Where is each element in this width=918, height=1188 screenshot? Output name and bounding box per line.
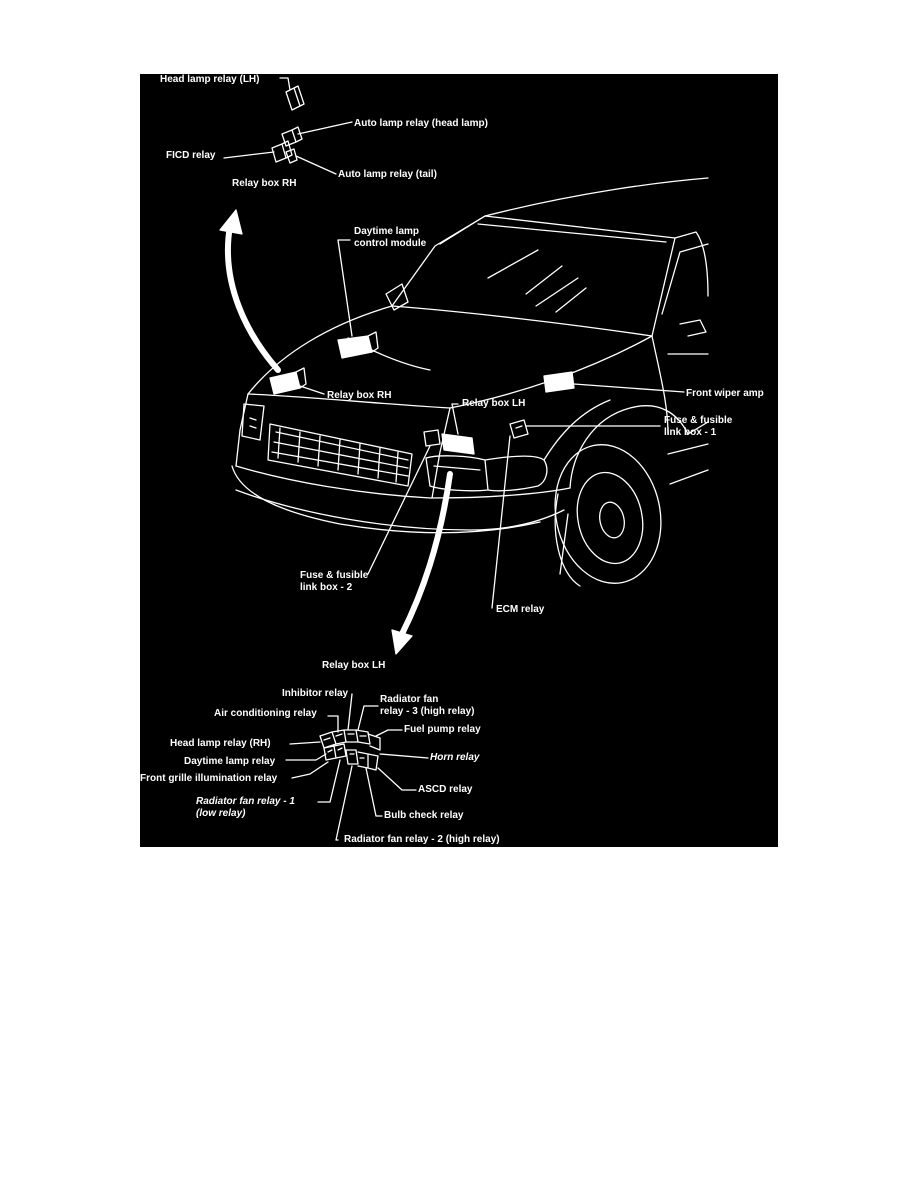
relay-box-rh-detail-leaders (223, 77, 353, 175)
label-relay-box-lh-detail-title: Relay box LH (322, 660, 386, 671)
vehicle-body (231, 177, 709, 587)
vehicle-line-drawing (219, 77, 709, 841)
label-horn-relay: Horn relay (430, 752, 480, 763)
relay-location-diagram: Head lamp relay (LH) Auto lamp relay (he… (140, 74, 778, 847)
label-radiator-fan-relay-1: Radiator fan relay - 1 (low relay) (196, 796, 295, 819)
label-fuse-fusible-link-box-2: Fuse & fusible link box - 2 (300, 570, 369, 593)
label-inhibitor-relay: Inhibitor relay (282, 688, 349, 699)
label-relay-box-rh-detail-title: Relay box RH (232, 178, 297, 189)
relay-box-lh-detail-leaders (285, 693, 429, 841)
label-air-conditioning-relay: Air conditioning relay (214, 708, 317, 719)
label-bulb-check-relay: Bulb check relay (384, 810, 464, 821)
label-daytime-lamp-relay: Daytime lamp relay (184, 756, 276, 767)
label-front-wiper-amp: Front wiper amp (686, 388, 764, 399)
label-ascd-relay: ASCD relay (418, 784, 473, 795)
label-head-lamp-relay-rh: Head lamp relay (RH) (170, 738, 271, 749)
vehicle-component-boxes (269, 331, 575, 455)
label-fuse-fusible-link-box-1: Fuse & fusible link box - 1 (664, 415, 733, 438)
label-relay-box-rh: Relay box RH (327, 390, 392, 401)
label-auto-lamp-relay-head: Auto lamp relay (head lamp) (354, 118, 488, 129)
vehicle-leader-lines (299, 239, 685, 609)
label-head-lamp-relay-lh: Head lamp relay (LH) (160, 74, 260, 85)
label-daytime-lamp-control-module: Daytime lamp control module (354, 226, 427, 249)
relay-box-lh-detail-relays (319, 729, 381, 771)
arrow-to-relay-box-rh (219, 209, 281, 373)
label-radiator-fan-relay-2: Radiator fan relay - 2 (high relay) (344, 834, 500, 845)
relay-box-rh-detail-relays (271, 85, 305, 164)
label-ecm-relay: ECM relay (496, 604, 545, 615)
label-radiator-fan-relay-3: Radiator fan relay - 3 (high relay) (380, 694, 475, 717)
label-ficd-relay: FICD relay (166, 150, 216, 161)
label-fuel-pump-relay: Fuel pump relay (404, 724, 481, 735)
label-relay-box-lh: Relay box LH (462, 398, 526, 409)
arrow-to-relay-box-lh (391, 471, 453, 655)
label-auto-lamp-relay-tail: Auto lamp relay (tail) (338, 169, 437, 180)
label-front-grille-illumination-relay: Front grille illumination relay (140, 773, 278, 784)
